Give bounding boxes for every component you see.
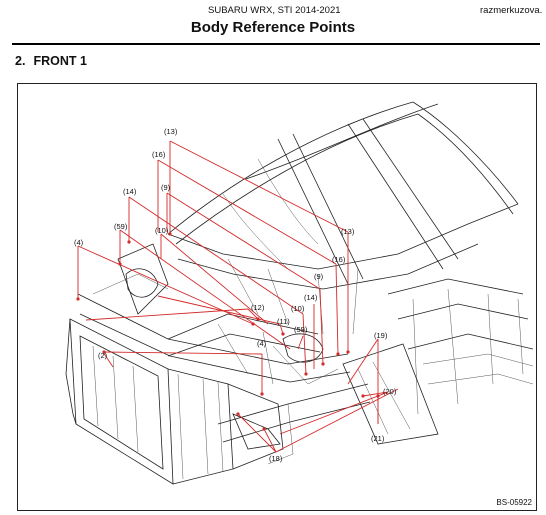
callout-11: (11): [277, 317, 290, 326]
callout-20: (20): [383, 387, 397, 396]
vehicle-body-drawing: [65, 101, 534, 485]
callout-4-top: (4): [74, 238, 84, 247]
callout-labels: (13) (16) (9) (14) (59) (10) (4) (13) (1…: [74, 127, 397, 463]
callout-59-right: (59): [294, 325, 308, 334]
callout-21: (21): [371, 434, 385, 443]
figure-frame: (13) (16) (9) (14) (59) (10) (4) (13) (1…: [17, 83, 537, 511]
figure-code: BS-05922: [496, 498, 532, 507]
header-site-text: razmerkuzova.: [480, 5, 543, 16]
callout-4-mid: (4): [257, 339, 267, 348]
body-diagram: (13) (16) (9) (14) (59) (10) (4) (13) (1…: [65, 101, 534, 485]
callout-14-top: (14): [123, 187, 137, 196]
reference-point-markers: [76, 232, 380, 431]
callout-9-right: (9): [314, 272, 324, 281]
callout-18: (18): [269, 454, 283, 463]
header-model-text: SUBARU WRX, STI 2014-2021: [208, 5, 341, 16]
callout-59-top: (59): [114, 222, 128, 231]
callout-19: (19): [374, 331, 388, 340]
section-title: FRONT 1: [33, 54, 87, 68]
leader-lines: [77, 140, 399, 453]
callout-9-top: (9): [161, 183, 171, 192]
callout-10-right: (10): [291, 304, 305, 313]
callout-13-top: (13): [164, 127, 178, 136]
callout-10-top: (10): [155, 226, 169, 235]
callout-13-right: (13): [341, 227, 355, 236]
page-title: Body Reference Points: [190, 19, 356, 36]
callout-16-top: (16): [152, 150, 166, 159]
title-rule: [12, 43, 540, 45]
callout-14-right: (14): [304, 293, 318, 302]
callout-2: (2): [98, 351, 108, 360]
callout-16-right: (16): [332, 255, 346, 264]
section-number: 2.: [15, 54, 26, 68]
section-heading: 2. FRONT 1: [15, 54, 95, 68]
callout-12: (12): [251, 303, 265, 312]
